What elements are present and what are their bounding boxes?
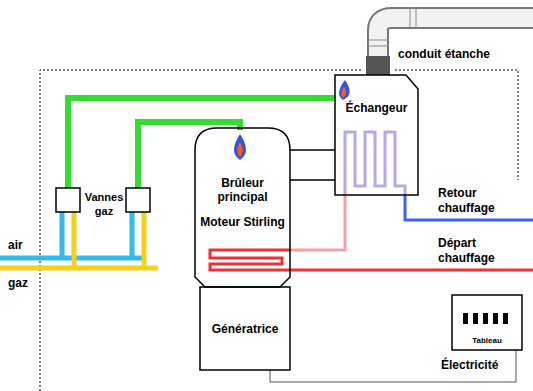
- hot-water-pipe: [290, 195, 345, 250]
- generator-box: Génératrice: [200, 287, 290, 370]
- node-text: Échangeur: [345, 101, 407, 115]
- node-text: Moteur Stirling: [200, 215, 285, 229]
- line-label: air: [8, 238, 48, 253]
- part-label: Vannes gaz: [81, 190, 127, 218]
- stirling-engine-box: Moteur Stirling: [195, 210, 290, 287]
- gas-valve: [126, 188, 150, 212]
- node-border: [195, 210, 290, 287]
- output-label: Électricité: [441, 358, 515, 373]
- node-text: Brûleur principal: [199, 176, 286, 204]
- flue-pipe-inner: [378, 18, 533, 75]
- exchanger-box: Échangeur: [335, 75, 418, 195]
- node-border: [335, 75, 418, 195]
- node-text: Tableau: [472, 336, 502, 346]
- power-cable: [270, 350, 516, 382]
- panel-indicator: [483, 313, 488, 324]
- panel-indicator: [473, 313, 478, 324]
- fuel-line: [68, 98, 335, 190]
- panel-indicator: [463, 313, 468, 324]
- exchanger-coil: [345, 132, 405, 195]
- flame: [237, 142, 242, 157]
- pipe-label: Retour chauffage: [438, 186, 516, 216]
- flue-collar: [366, 56, 390, 75]
- control-panel: Tableau: [452, 295, 522, 350]
- part-label: conduit étanche: [398, 47, 518, 62]
- panel-indicator: [503, 313, 508, 324]
- pipe-label: Départ chauffage: [438, 236, 516, 266]
- flue-duct: [290, 149, 335, 151]
- flame: [339, 80, 350, 100]
- gas-valve: [56, 188, 80, 212]
- node-border: [195, 128, 290, 210]
- burner-box: Brûleur principal: [195, 128, 290, 210]
- enclosure-outline: [40, 70, 518, 391]
- panel-indicator: [493, 313, 498, 324]
- node-outline: [335, 75, 418, 195]
- flue-pipe: [378, 18, 533, 75]
- node-border: [452, 295, 522, 350]
- node-text: Génératrice: [212, 322, 279, 336]
- gas-line: [0, 212, 158, 268]
- line-label: gaz: [8, 276, 48, 291]
- flame: [234, 134, 246, 160]
- flame: [341, 87, 346, 98]
- node-border: [200, 287, 290, 370]
- flue-pipe-ribs: [367, 7, 416, 46]
- duct-wall: [290, 179, 335, 181]
